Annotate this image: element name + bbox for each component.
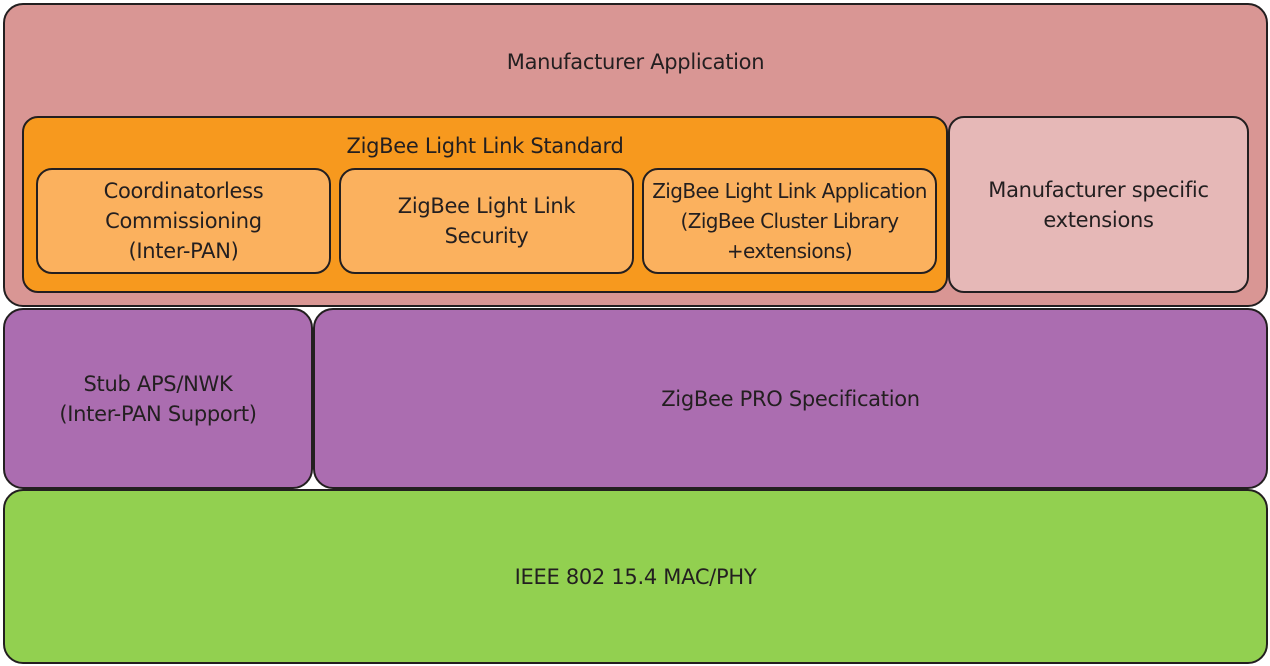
zll-security-box: ZigBee Light Link Security xyxy=(339,168,634,274)
manufacturer-extensions-box: Manufacturer specific extensions xyxy=(948,116,1249,293)
stub-aps-nwk-box: Stub APS/NWK (Inter-PAN Support) xyxy=(3,308,313,489)
zll-standard-label: ZigBee Light Link Standard xyxy=(346,134,624,158)
manufacturer-extensions-label: Manufacturer specific extensions xyxy=(988,177,1209,232)
coordinatorless-commissioning-label: Coordinatorless Commissioning (Inter-PAN… xyxy=(103,179,264,263)
ieee-mac-phy-label: IEEE 802 15.4 MAC/PHY xyxy=(514,564,757,589)
zll-application-label: ZigBee Light Link Application (ZigBee Cl… xyxy=(652,179,927,263)
zigbee-pro-label: ZigBee PRO Specification xyxy=(661,386,920,411)
stub-aps-nwk-label: Stub APS/NWK (Inter-PAN Support) xyxy=(59,371,257,426)
ieee-mac-phy-box: IEEE 802 15.4 MAC/PHY xyxy=(3,489,1268,664)
manufacturer-application-label: Manufacturer Application xyxy=(506,50,765,74)
coordinatorless-commissioning-box: Coordinatorless Commissioning (Inter-PAN… xyxy=(36,168,331,274)
zll-security-label: ZigBee Light Link Security xyxy=(397,194,576,248)
zigbee-pro-box: ZigBee PRO Specification xyxy=(313,308,1268,489)
zll-application-box: ZigBee Light Link Application (ZigBee Cl… xyxy=(642,168,937,274)
